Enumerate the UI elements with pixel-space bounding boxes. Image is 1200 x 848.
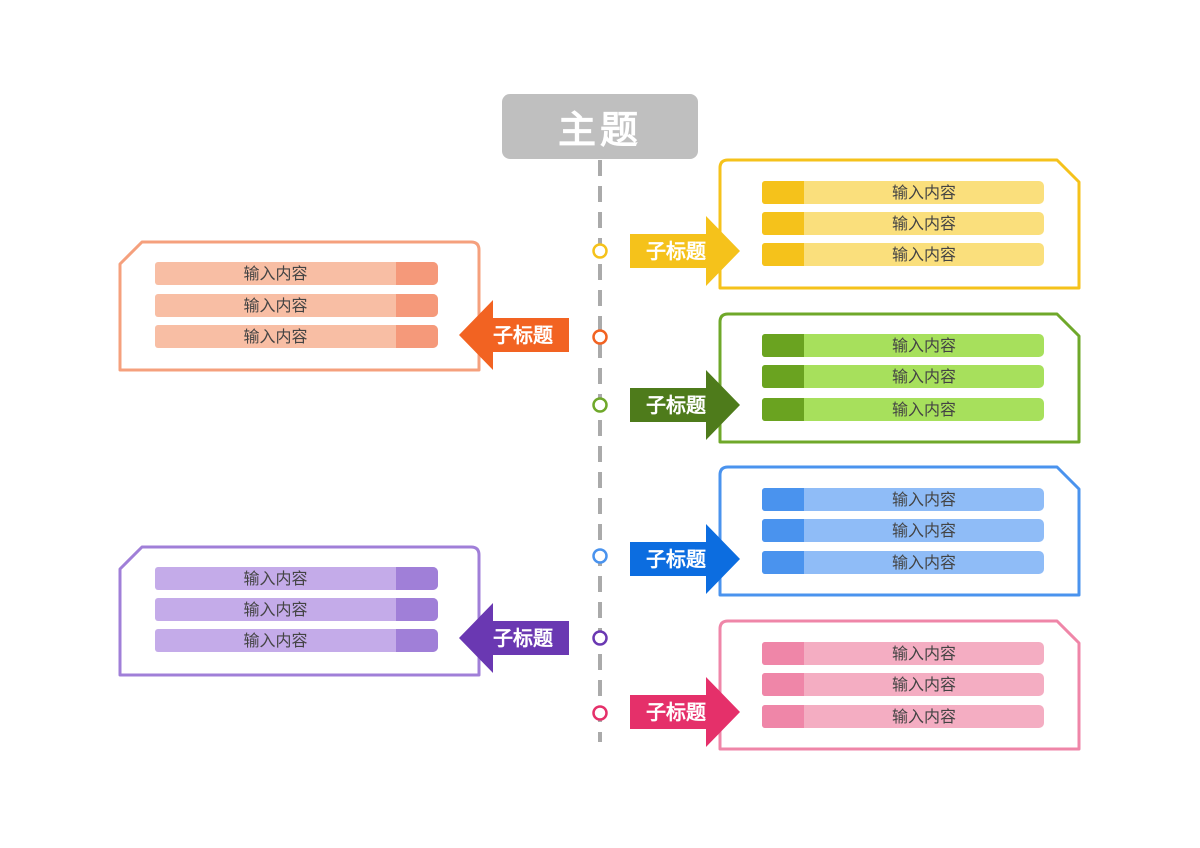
row-text: 输入内容: [891, 245, 956, 264]
content-row: 输入内容: [762, 365, 1044, 388]
timeline-node-6: [592, 705, 608, 721]
content-row: 输入内容: [155, 598, 438, 621]
content-row: 输入内容: [762, 642, 1044, 665]
row-color-mark: [762, 519, 804, 542]
row-text: 输入内容: [891, 553, 956, 572]
row-color-mark: [396, 598, 438, 621]
content-row: 输入内容: [762, 334, 1044, 357]
content-row: 输入内容: [762, 243, 1044, 266]
main-title: 主题: [502, 94, 698, 159]
content-row: 输入内容: [762, 488, 1044, 511]
branch-subtitle-6: 子标题: [646, 700, 706, 724]
branch-arrow-4: [630, 524, 740, 594]
timeline-node-3: [592, 397, 608, 413]
content-row: 输入内容: [762, 705, 1044, 728]
timeline-node-1: [592, 243, 608, 259]
branch-arrow-3: [630, 370, 740, 440]
row-text: 输入内容: [243, 631, 308, 650]
content-row: 输入内容: [155, 567, 438, 590]
row-text: 输入内容: [243, 569, 308, 588]
content-row: 输入内容: [155, 262, 438, 285]
row-text: 输入内容: [243, 264, 308, 283]
branch-subtitle-1: 子标题: [646, 239, 706, 263]
content-row: 输入内容: [762, 212, 1044, 235]
row-text: 输入内容: [891, 367, 956, 386]
row-color-mark: [762, 398, 804, 421]
row-color-mark: [762, 334, 804, 357]
row-color-mark: [762, 488, 804, 511]
branch-arrow-2: [459, 300, 569, 370]
branch-arrow-1: [630, 216, 740, 286]
row-color-mark: [396, 262, 438, 285]
row-color-mark: [762, 642, 804, 665]
row-color-mark: [762, 212, 804, 235]
row-color-mark: [762, 181, 804, 204]
row-color-mark: [762, 705, 804, 728]
row-color-mark: [396, 294, 438, 317]
row-color-mark: [762, 365, 804, 388]
row-color-mark: [762, 673, 804, 696]
branch-arrow-5: [459, 603, 569, 673]
branch-subtitle-5: 子标题: [493, 626, 553, 650]
row-text: 输入内容: [891, 675, 956, 694]
row-text: 输入内容: [891, 521, 956, 540]
content-row: 输入内容: [762, 181, 1044, 204]
row-color-mark: [396, 567, 438, 590]
content-row: 输入内容: [762, 519, 1044, 542]
content-row: 输入内容: [155, 325, 438, 348]
content-row: 输入内容: [762, 398, 1044, 421]
row-color-mark: [762, 551, 804, 574]
branch-arrow-6: [630, 677, 740, 747]
branch-subtitle-3: 子标题: [646, 393, 706, 417]
row-text: 输入内容: [891, 707, 956, 726]
timeline-node-5: [592, 630, 608, 646]
row-text: 输入内容: [891, 336, 956, 355]
content-row: 输入内容: [762, 551, 1044, 574]
row-color-mark: [396, 629, 438, 652]
row-text: 输入内容: [891, 400, 956, 419]
branch-subtitle-4: 子标题: [646, 547, 706, 571]
row-text: 输入内容: [891, 214, 956, 233]
row-text: 输入内容: [891, 490, 956, 509]
content-row: 输入内容: [762, 673, 1044, 696]
content-row: 输入内容: [155, 629, 438, 652]
timeline-node-2: [592, 329, 608, 345]
branch-subtitle-2: 子标题: [493, 323, 553, 347]
row-text: 输入内容: [243, 296, 308, 315]
timeline-node-4: [592, 548, 608, 564]
row-text: 输入内容: [891, 183, 956, 202]
row-text: 输入内容: [243, 327, 308, 346]
row-text: 输入内容: [243, 600, 308, 619]
row-text: 输入内容: [891, 644, 956, 663]
row-color-mark: [396, 325, 438, 348]
content-row: 输入内容: [155, 294, 438, 317]
row-color-mark: [762, 243, 804, 266]
